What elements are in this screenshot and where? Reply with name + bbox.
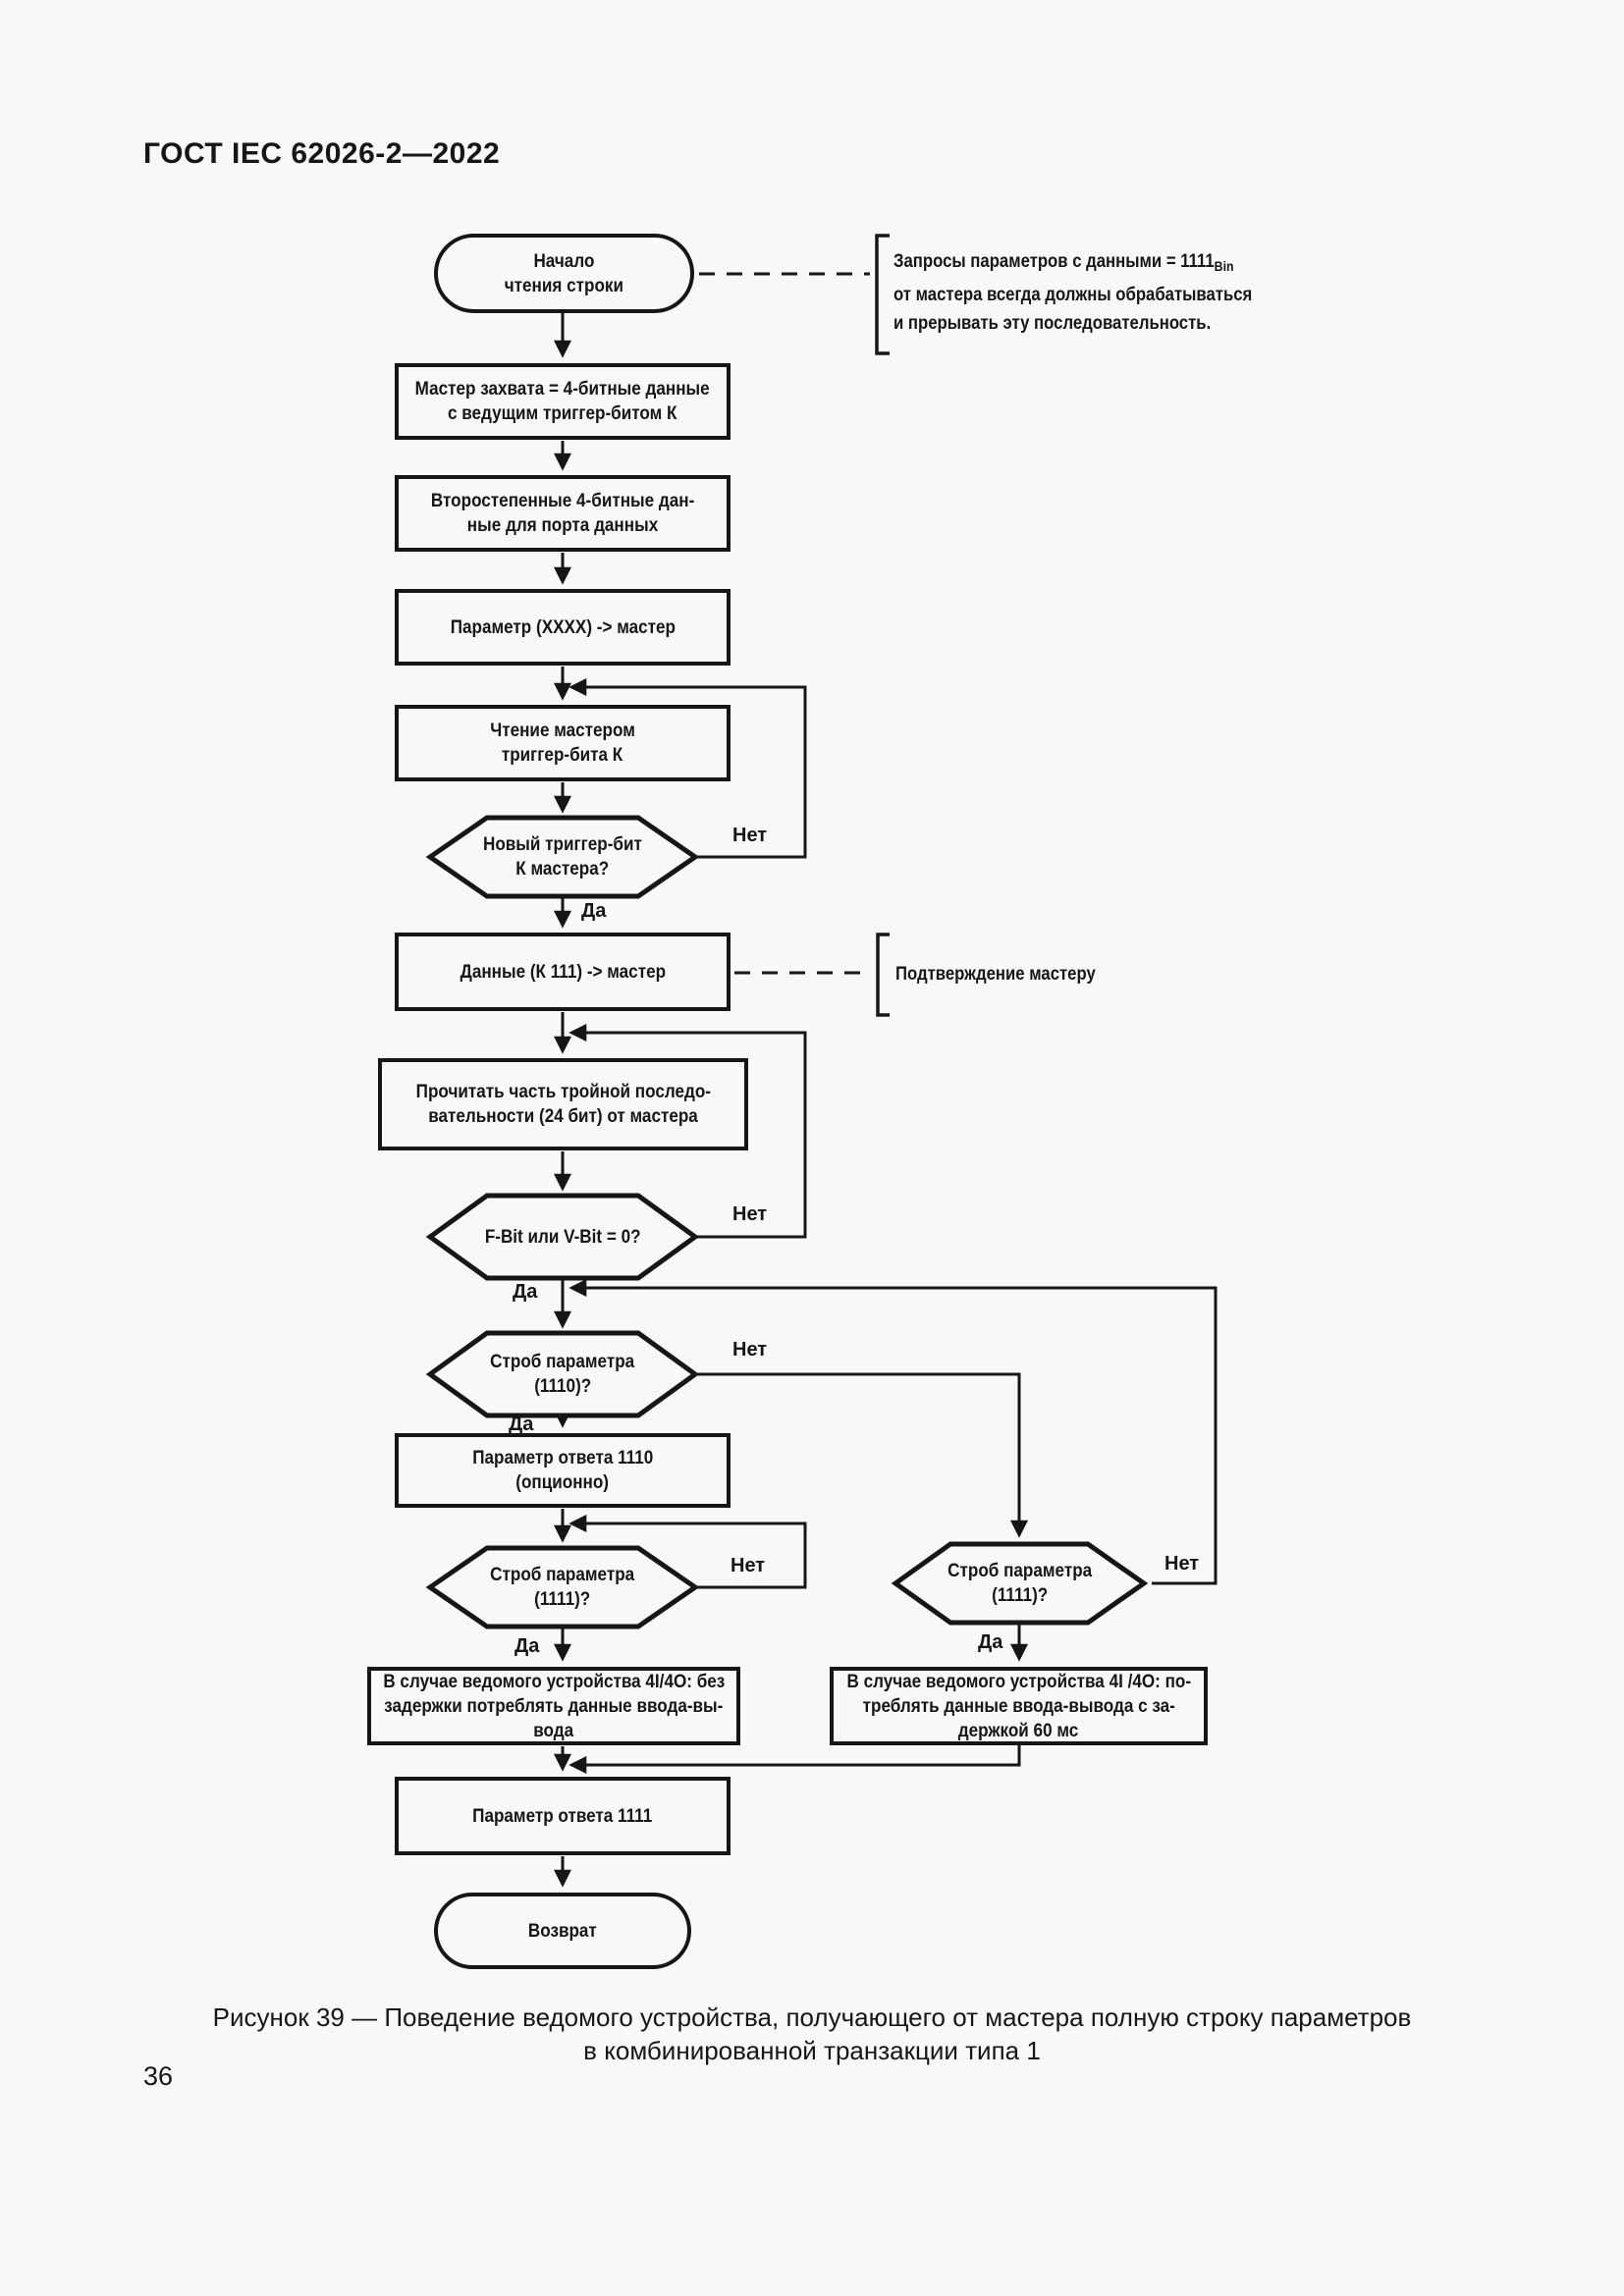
terminal-start: Начало чтения строки <box>434 234 694 313</box>
label-no-strobe-1111-left: Нет <box>731 1555 766 1576</box>
process-read-triple: Прочитать часть тройной последо- вательн… <box>378 1058 748 1150</box>
label-no-strobe-1111-right: Нет <box>1164 1553 1200 1575</box>
annotation-start-note-line3: и прерывать эту последовательность. <box>893 313 1212 334</box>
decision-fbit-vbit <box>425 1193 700 1281</box>
process-data-to-master: Данные (К 111) -> мастер <box>395 933 731 1011</box>
process-param-to-master: Параметр (XXXX) -> мастер <box>395 589 731 666</box>
figure-caption-line1: Рисунок 39 — Поведение ведомого устройст… <box>212 2002 1412 2032</box>
annotation-start-note-line1: Запросы параметров с данными = 1111Bin <box>893 251 1234 274</box>
decision-strobe-1111-right <box>891 1541 1149 1626</box>
label-yes-strobe-1110: Да <box>509 1414 534 1435</box>
label-yes-strobe-1111-right: Да <box>978 1631 1003 1653</box>
decision-strobe-1110 <box>425 1330 700 1418</box>
label-yes-strobe-1111-left: Да <box>514 1635 540 1657</box>
annotation-brackets <box>875 234 890 1017</box>
process-slave-no-delay: В случае ведомого устройства 4I/4O: без … <box>367 1667 740 1745</box>
bracket-ack-note <box>876 933 890 1017</box>
figure-caption-line2: в комбинированной транзакции типа 1 <box>583 2036 1041 2065</box>
label-no-strobe-1110: Нет <box>732 1339 768 1361</box>
decision-strobe-1111-left <box>425 1545 700 1629</box>
flow-arrows <box>554 313 1218 1888</box>
label-yes-fbit: Да <box>513 1281 538 1303</box>
decision-fbit-vbit-label: F-Bit или V-Bit = 0? <box>484 1226 641 1248</box>
process-param-resp-1111: Параметр ответа 1111 <box>395 1777 731 1855</box>
loop-strobe1111-right-no <box>568 1279 1218 1585</box>
annotation-start-note-line2: от мастера всегда должны обрабатываться <box>893 285 1253 305</box>
process-master-read: Чтение мастером триггер-бита К <box>395 705 731 781</box>
loop-new-trigger-no <box>568 678 807 859</box>
dashed-links <box>699 272 870 975</box>
loop-fbit-no <box>568 1024 807 1239</box>
document-header: ГОСТ IEC 62026-2—2022 <box>143 137 501 170</box>
merge-right-branch <box>568 1745 1021 1774</box>
label-no-new-trigger: Нет <box>732 825 768 846</box>
decision-shapes <box>425 815 1149 1629</box>
annotation-start-note: Запросы параметров с данными = 1111Bin о… <box>893 247 1252 338</box>
terminal-end: Возврат <box>434 1893 691 1969</box>
process-param-resp-1110: Параметр ответа 1110 (опционно) <box>395 1433 731 1508</box>
decision-new-trigger-bit <box>425 815 700 899</box>
label-yes-new-trigger: Да <box>581 900 607 922</box>
label-no-fbit: Нет <box>732 1203 768 1225</box>
loop-strobe1111-left-no <box>568 1515 807 1589</box>
decision-strobe-1110-label: Строб параметра (1110)? <box>490 1352 635 1397</box>
decision-new-trigger-bit-label: Новый триггер-бит К мастера? <box>483 834 642 880</box>
process-secondary-data: Второстепенные 4-битные дан- ные для пор… <box>395 475 731 552</box>
process-slave-delay: В случае ведомого устройства 4I /4O: по-… <box>830 1667 1208 1745</box>
decision-strobe-1111-left-label: Строб параметра (1111)? <box>490 1565 635 1610</box>
process-master-capture: Мастер захвата = 4-битные данные с ведущ… <box>395 363 731 440</box>
page-number: 36 <box>143 2061 174 2091</box>
decision-strobe-1111-right-label: Строб параметра (1111)? <box>947 1561 1092 1606</box>
figure-caption: Рисунок 39 — Поведение ведомого устройст… <box>0 2001 1624 2067</box>
branch-strobe1110-no <box>695 1372 1028 1538</box>
bracket-start-note <box>875 234 890 355</box>
annotation-ack-note: Подтверждение мастеру <box>895 964 1096 985</box>
subscript-bin: Bin <box>1214 258 1234 274</box>
